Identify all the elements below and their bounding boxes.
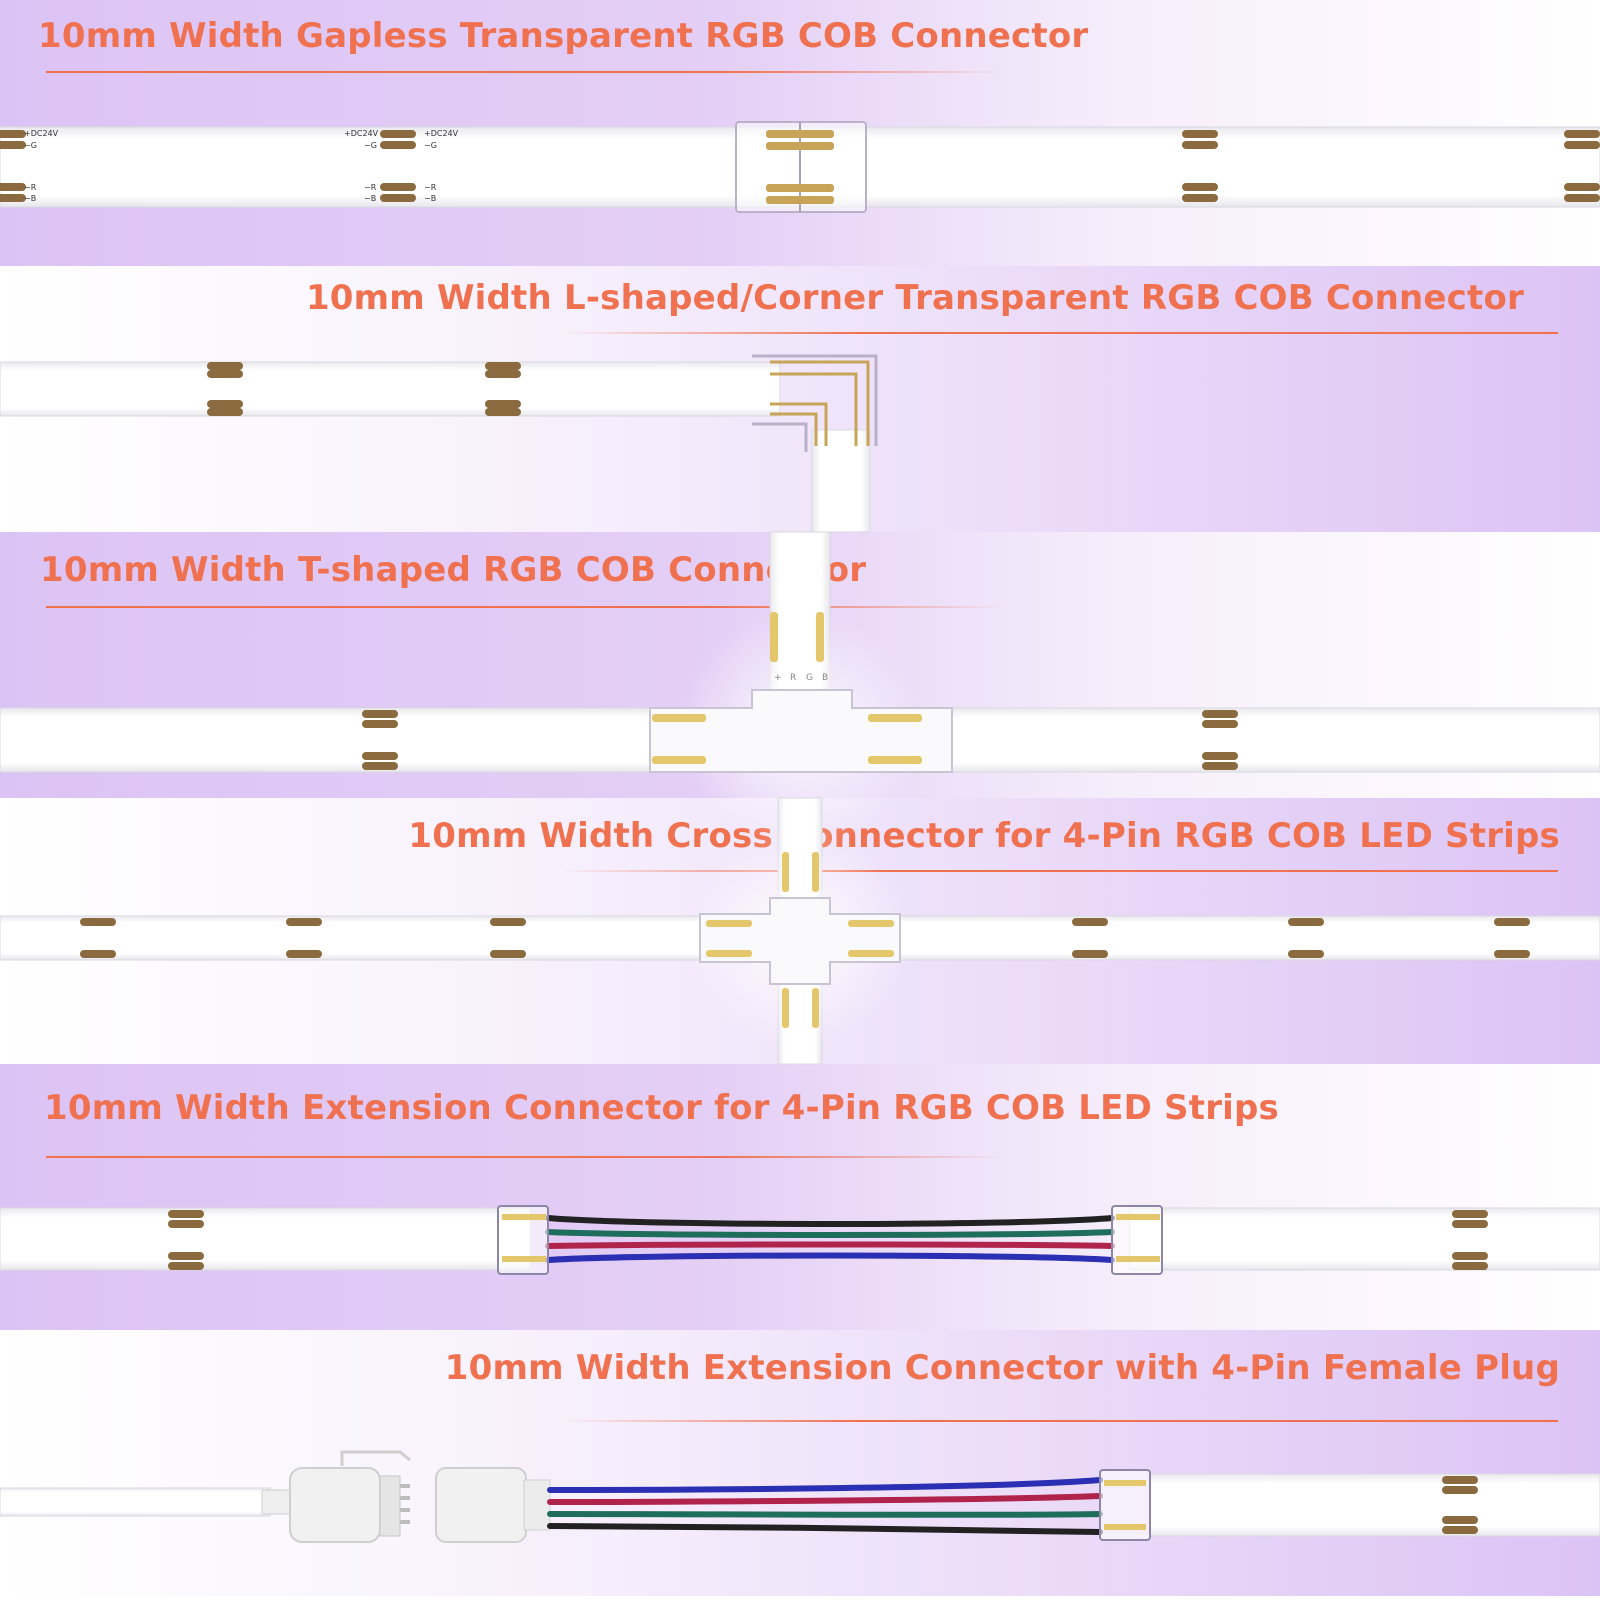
title-underline bbox=[46, 606, 1006, 608]
section-title-cross: 10mm Width Cross Connector for 4-Pin RGB… bbox=[408, 816, 1560, 856]
section-female-plug: 10mm Width Extension Connector with 4-Pi… bbox=[0, 1330, 1600, 1596]
section-t-shaped: 10mm Width T-shaped RGB COB Connector bbox=[0, 532, 1600, 798]
section-l-shaped: 10mm Width L-shaped/Corner Transparent R… bbox=[0, 266, 1600, 532]
section-extension: 10mm Width Extension Connector for 4-Pin… bbox=[0, 1064, 1600, 1330]
section-title-l-shaped: 10mm Width L-shaped/Corner Transparent R… bbox=[305, 278, 1524, 318]
section-title-t-shaped: 10mm Width T-shaped RGB COB Connector bbox=[40, 550, 867, 590]
title-underline bbox=[560, 332, 1558, 334]
title-underline bbox=[46, 71, 1006, 73]
title-underline bbox=[560, 870, 1558, 872]
title-underline bbox=[560, 1420, 1558, 1422]
section-cross: 10mm Width Cross Connector for 4-Pin RGB… bbox=[0, 798, 1600, 1064]
section-gapless: 10mm Width Gapless Transparent RGB COB C… bbox=[0, 0, 1600, 266]
section-title-extension: 10mm Width Extension Connector for 4-Pin… bbox=[44, 1088, 1279, 1128]
section-title-female-plug: 10mm Width Extension Connector with 4-Pi… bbox=[444, 1348, 1560, 1388]
section-title-gapless: 10mm Width Gapless Transparent RGB COB C… bbox=[38, 16, 1089, 56]
title-underline bbox=[46, 1156, 1006, 1158]
